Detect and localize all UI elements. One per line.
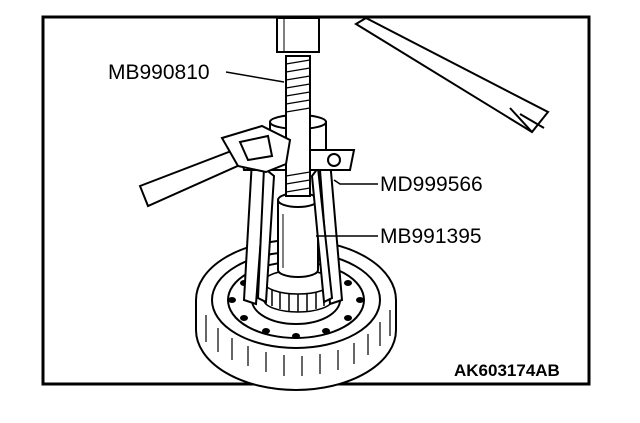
leader-lines bbox=[225, 71, 378, 237]
leader-tool-a bbox=[225, 71, 285, 83]
callout-tool-c: MB991395 bbox=[380, 225, 482, 248]
callout-tool-b: MD999566 bbox=[380, 173, 483, 196]
adapter-cylinder bbox=[277, 192, 319, 278]
ratchet-handle bbox=[354, 16, 550, 134]
callout-tool-a: MB990810 bbox=[108, 61, 210, 84]
socket bbox=[276, 17, 320, 53]
figure-id: AK603174AB bbox=[454, 361, 560, 380]
wrench bbox=[138, 124, 292, 208]
puller-jaws bbox=[242, 157, 344, 306]
leader-tool-b bbox=[333, 179, 378, 185]
forcing-screw bbox=[285, 55, 311, 197]
